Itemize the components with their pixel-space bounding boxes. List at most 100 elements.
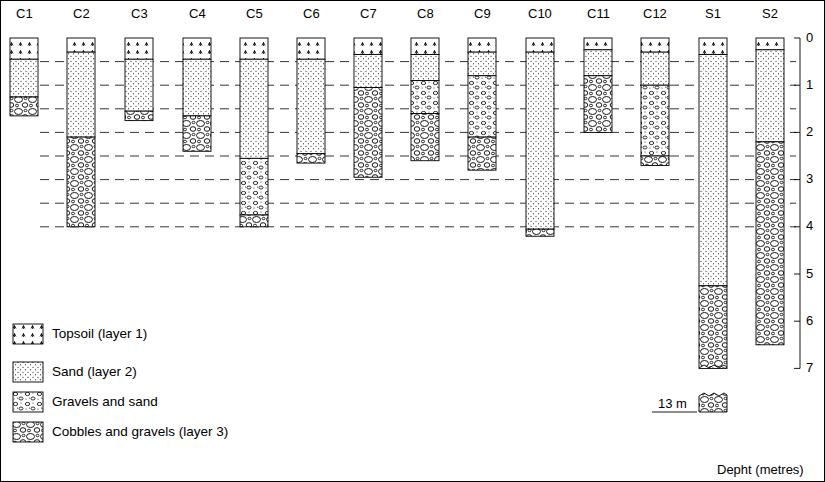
soil-layer xyxy=(10,38,38,59)
borehole-column xyxy=(468,38,496,170)
soil-layer xyxy=(240,158,268,215)
borehole-column xyxy=(125,38,153,121)
soil-layer xyxy=(354,55,382,88)
leader-line xyxy=(652,412,697,413)
soil-layer xyxy=(468,52,496,76)
depth-guide xyxy=(40,226,796,227)
axis-tick xyxy=(794,321,800,322)
axis-tick xyxy=(794,274,800,275)
soil-layer xyxy=(584,50,612,76)
soil-layer xyxy=(468,76,496,137)
soil-layer xyxy=(240,38,268,59)
column-name: C2 xyxy=(73,7,90,22)
legend-text: Sand (layer 2) xyxy=(52,364,137,380)
axis-tick xyxy=(794,226,800,227)
soil-layer xyxy=(67,137,95,227)
swatch-fill xyxy=(13,324,43,344)
depth-value: 7 xyxy=(806,361,813,376)
column-name: C11 xyxy=(587,7,610,22)
borehole-column xyxy=(183,38,211,151)
borehole-column xyxy=(67,38,95,227)
soil-layer xyxy=(354,38,382,55)
soil-layer xyxy=(411,80,439,113)
column-name: C7 xyxy=(360,7,377,22)
swatch-fill xyxy=(13,362,43,382)
soil-layer xyxy=(699,286,727,369)
soil-layer xyxy=(756,38,784,50)
soil-layer xyxy=(240,59,268,158)
column-name: C3 xyxy=(131,7,148,22)
soil-layer xyxy=(240,215,268,227)
soil-layer xyxy=(641,85,669,156)
column-name: C6 xyxy=(303,7,320,22)
soil-layer xyxy=(526,38,554,52)
soil-layer xyxy=(67,52,95,137)
depth-value: 5 xyxy=(806,267,813,282)
borehole-column xyxy=(756,38,784,345)
soil-layer xyxy=(183,116,211,151)
axis-tick xyxy=(794,179,800,180)
soil-layer xyxy=(699,38,727,55)
soil-layer xyxy=(354,88,382,178)
borehole-column xyxy=(699,38,727,368)
axis-title: Depht (metres) xyxy=(717,463,804,478)
soil-layer xyxy=(297,38,325,59)
soil-layer xyxy=(183,38,211,59)
soil-layer xyxy=(526,52,554,229)
borehole-column xyxy=(240,38,268,227)
borehole-column xyxy=(526,38,554,236)
soil-layer xyxy=(10,97,38,116)
borehole-column xyxy=(354,38,382,177)
break-mark xyxy=(699,365,727,368)
column-name: S1 xyxy=(705,7,721,22)
column-name: C5 xyxy=(246,7,263,22)
column-name: C10 xyxy=(528,7,552,22)
depth-value: 6 xyxy=(806,314,813,329)
borehole-column xyxy=(641,38,669,165)
soil-layer xyxy=(10,59,38,97)
soil-layer xyxy=(411,38,439,55)
soil-layer xyxy=(411,114,439,161)
soil-layer xyxy=(756,142,784,345)
legend-swatch xyxy=(12,361,44,383)
soil-layer xyxy=(125,111,153,120)
axis-tick xyxy=(794,85,800,86)
soil-layer xyxy=(584,38,612,50)
legend-text: Cobbles and gravels (layer 3) xyxy=(52,424,228,440)
legend-swatch xyxy=(12,421,44,443)
swatch-fill xyxy=(13,422,43,442)
soil-layer xyxy=(297,154,325,163)
deep-layer xyxy=(699,393,727,412)
soil-layer xyxy=(641,38,669,52)
soil-layer xyxy=(297,59,325,153)
depth-guide xyxy=(40,203,796,204)
depth-guide xyxy=(40,179,796,180)
soil-layer xyxy=(641,156,669,165)
depth-value: 2 xyxy=(806,125,813,140)
soil-layer xyxy=(526,229,554,236)
legend-swatch xyxy=(12,391,44,413)
soil-layer xyxy=(641,52,669,85)
borehole-column xyxy=(10,38,38,116)
column-name: C12 xyxy=(643,7,667,22)
soil-layer xyxy=(125,38,153,59)
axis-tick xyxy=(794,38,800,39)
borehole-column xyxy=(584,38,612,132)
soil-layer xyxy=(67,38,95,52)
soil-layer xyxy=(125,59,153,111)
depth-value: 0 xyxy=(806,31,813,46)
borehole-column xyxy=(411,38,439,161)
legend-text: Topsoil (layer 1) xyxy=(52,326,147,342)
column-name: S2 xyxy=(762,7,778,22)
depth-value: 1 xyxy=(806,78,813,93)
soil-layer xyxy=(468,137,496,170)
depth-note: 13 m xyxy=(658,397,687,412)
depth-axis xyxy=(800,38,801,368)
borehole-column xyxy=(297,38,325,163)
axis-tick xyxy=(794,368,800,369)
soil-layer xyxy=(183,59,211,116)
soil-layer xyxy=(468,38,496,52)
legend-swatch xyxy=(12,323,44,345)
column-name: C1 xyxy=(16,7,33,22)
